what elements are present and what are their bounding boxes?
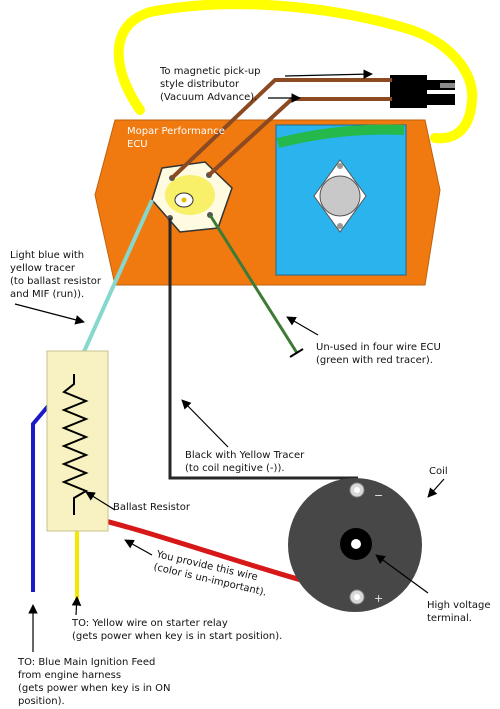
svg-text:and MIF (run)).: and MIF (run)).: [10, 289, 84, 300]
label-light-blue-wire: Light blue with yellow tracer (to ballas…: [10, 250, 102, 300]
svg-text:Black with Yellow Tracer: Black with Yellow Tracer: [185, 450, 305, 461]
arrow-icon: [284, 69, 373, 79]
svg-text:High voltage: High voltage: [427, 600, 491, 611]
svg-text:position).: position).: [18, 696, 65, 707]
svg-text:(to ballast resistor: (to ballast resistor: [10, 276, 102, 287]
label-black-wire: Black with Yellow Tracer (to coil negiti…: [185, 450, 305, 474]
svg-text:terminal.: terminal.: [427, 613, 472, 624]
label-unused-wire: Un-used in four wire ECU (green with red…: [316, 342, 441, 366]
arrow-icon: [286, 316, 319, 336]
label-distributor: To magnetic pick-up style distributor (V…: [159, 66, 261, 103]
arrow-icon: [124, 539, 153, 556]
ecu-stripe: [276, 124, 405, 148]
label-coil: Coil: [429, 466, 448, 477]
svg-text:yellow tracer: yellow tracer: [10, 263, 76, 274]
arrow-icon: [14, 303, 85, 325]
label-high-voltage: High voltage terminal.: [427, 600, 491, 624]
svg-text:(Vacuum Advance).: (Vacuum Advance).: [160, 92, 257, 103]
wire-green: [208, 214, 299, 354]
svg-text:style distributor: style distributor: [160, 79, 240, 90]
highlight-loop: [113, 0, 478, 144]
ignition-coil-icon: [288, 478, 422, 612]
arrow-icon: [427, 478, 445, 498]
ecu-title-line2: ECU: [127, 139, 148, 150]
svg-text:Un-used in four wire ECU: Un-used in four wire ECU: [316, 342, 441, 353]
svg-text:TO: Yellow wire on starter rel: TO: Yellow wire on starter relay: [71, 618, 228, 629]
label-you-provide: You provide this wire (color is un-impor…: [152, 549, 267, 599]
svg-text:Light blue with: Light blue with: [10, 250, 84, 261]
coil-positive-sign: +: [374, 592, 383, 605]
arrow-icon: [71, 596, 82, 616]
svg-text:(to coil negitive (-)).: (to coil negitive (-)).: [185, 463, 285, 474]
label-yellow-wire: TO: Yellow wire on starter relay (gets p…: [71, 618, 282, 642]
svg-text:(gets power when key is in ON: (gets power when key is in ON: [18, 683, 170, 694]
svg-text:from engine harness: from engine harness: [18, 670, 121, 681]
arrow-icon: [181, 399, 229, 448]
wire-black: [168, 218, 358, 480]
connector-icon: [390, 75, 455, 108]
wire-brown-1: [170, 78, 392, 180]
wire-light-blue: [72, 199, 154, 375]
resistor-zigzag-icon: [61, 374, 89, 515]
svg-text:(gets power when key is in sta: (gets power when key is in start positio…: [72, 631, 282, 642]
coil-negative-sign: −: [374, 489, 383, 502]
svg-text:To magnetic pick-up: To magnetic pick-up: [159, 66, 261, 77]
svg-text:TO: Blue Main Ignition Feed: TO: Blue Main Ignition Feed: [17, 657, 155, 668]
label-ballast-resistor: Ballast Resistor: [113, 502, 191, 513]
arrow-icon: [85, 491, 116, 511]
arrow-icon: [375, 554, 429, 594]
label-blue-wire: TO: Blue Main Ignition Feed from engine …: [17, 657, 170, 707]
svg-text:(green with red tracer).: (green with red tracer).: [316, 355, 433, 366]
ecu-title-line1: Mopar Performance: [127, 126, 225, 137]
